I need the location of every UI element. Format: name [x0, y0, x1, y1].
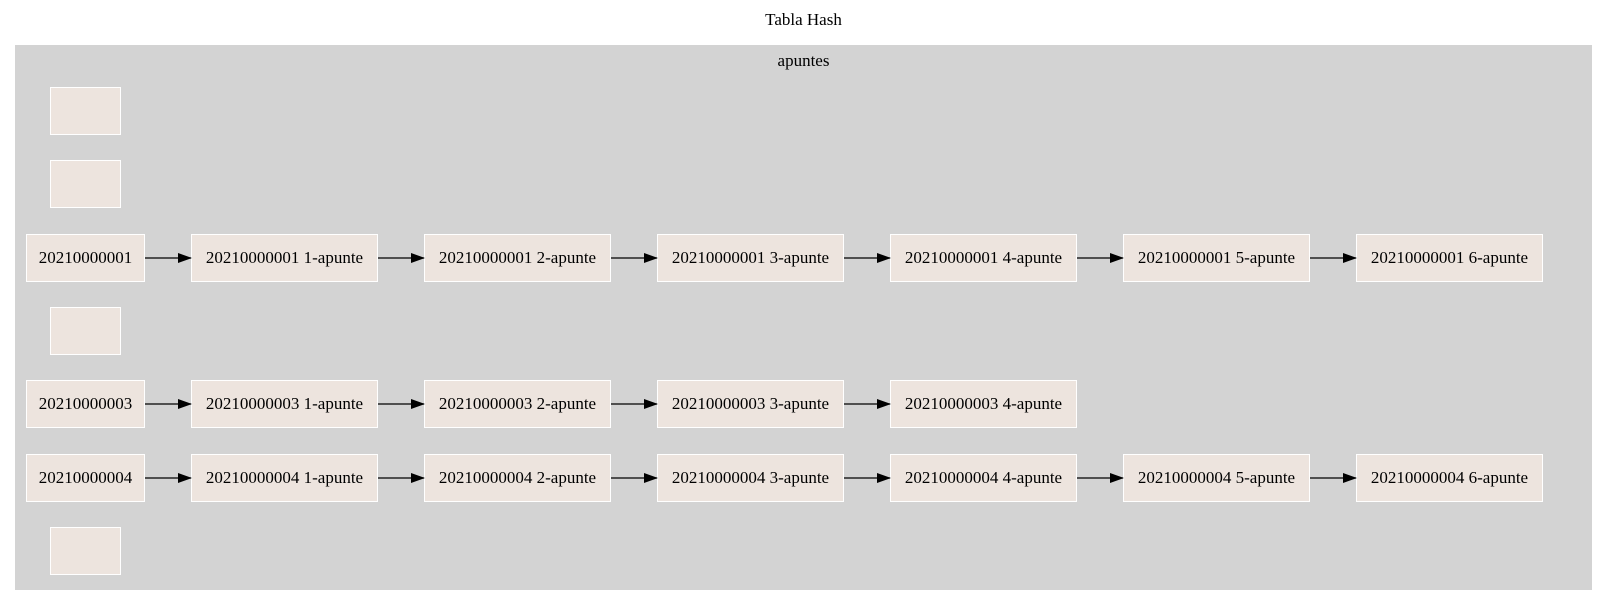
chain-node: 20210000004 4-apunte — [890, 454, 1077, 502]
chain-node: 20210000004 3-apunte — [657, 454, 844, 502]
chain-node: 20210000003 3-apunte — [657, 380, 844, 428]
chain-node: 20210000003 4-apunte — [890, 380, 1077, 428]
empty-bucket — [50, 527, 121, 575]
bucket-key-node: 20210000004 — [26, 454, 145, 502]
chain-node: 20210000003 2-apunte — [424, 380, 611, 428]
bucket-key-node: 20210000003 — [26, 380, 145, 428]
chain-node: 20210000004 1-apunte — [191, 454, 378, 502]
cluster-label: apuntes — [777, 51, 830, 70]
chain-node: 20210000004 5-apunte — [1123, 454, 1310, 502]
chain-node: 20210000001 2-apunte — [424, 234, 611, 282]
empty-bucket — [50, 87, 121, 135]
empty-bucket — [50, 160, 121, 208]
chain-node: 20210000001 3-apunte — [657, 234, 844, 282]
chain-node: 20210000001 4-apunte — [890, 234, 1077, 282]
chain-node: 20210000001 6-apunte — [1356, 234, 1543, 282]
chain-node: 20210000004 6-apunte — [1356, 454, 1543, 502]
chain-node: 20210000003 1-apunte — [191, 380, 378, 428]
chain-node: 20210000001 1-apunte — [191, 234, 378, 282]
graph-title: Tabla Hash — [765, 10, 842, 29]
bucket-key-node: 20210000001 — [26, 234, 145, 282]
chain-node: 20210000001 5-apunte — [1123, 234, 1310, 282]
hash-table-cluster: apuntes — [15, 45, 1592, 590]
empty-bucket — [50, 307, 121, 355]
chain-node: 20210000004 2-apunte — [424, 454, 611, 502]
